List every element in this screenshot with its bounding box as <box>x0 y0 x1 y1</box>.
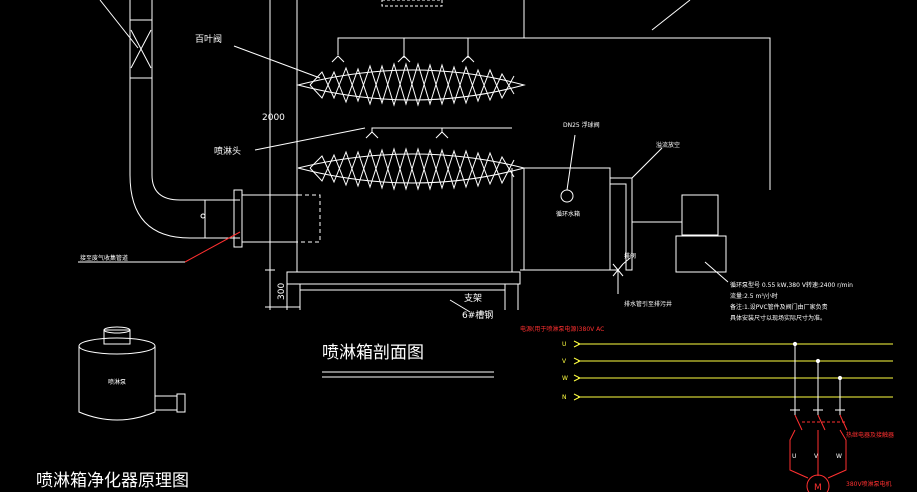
exhaust-inlet-label: 接至废气收集管道 <box>80 254 128 262</box>
support-stand <box>286 271 521 310</box>
overflow-label: 溢流放空 <box>656 141 680 149</box>
phase-w-label: W <box>562 375 568 382</box>
pump-note-3: 备注:1.设PVC管件及阀门由厂家负责 <box>730 303 828 311</box>
motor-u-label: U <box>792 453 796 460</box>
pump-icon <box>78 326 186 421</box>
inlet-leader <box>184 231 241 263</box>
motor-note-label: 380V喷淋泵电机 <box>846 480 892 488</box>
exhaust-duct <box>129 0 321 248</box>
section-title: 喷淋箱剖面图 <box>322 343 424 363</box>
damper-valve <box>99 0 153 79</box>
lower-packing-layer <box>297 147 526 191</box>
motor-w-label: W <box>836 453 842 460</box>
phase-v-label: V <box>562 358 567 365</box>
pump-note-1: 循环泵型号 0.55 kW,380 V转速:2400 r/min <box>730 281 853 289</box>
motor-v-label: V <box>814 453 819 460</box>
drain-pipe <box>520 257 631 294</box>
pump-note-2: 流量:2.5 m³/小时 <box>730 292 778 300</box>
drain-valve-label: 排阀 <box>624 252 636 260</box>
pump-unit <box>632 194 729 283</box>
height-300-label: 300 <box>277 283 287 300</box>
water-tank-label: 循环水箱 <box>556 210 580 218</box>
principle-title: 喷淋箱净化器原理图 <box>36 471 189 491</box>
nozzle-label: 喷淋头 <box>214 145 241 157</box>
height-2000-label: 2000 <box>262 113 285 123</box>
spray-tower <box>265 0 525 310</box>
drain-note-label: 排水管引至排污井 <box>624 300 672 308</box>
leader-lines <box>233 0 691 313</box>
phase-u-label: U <box>562 341 566 348</box>
upper-packing-layer <box>296 62 526 107</box>
louver-label: 百叶阀 <box>195 34 222 45</box>
water-tank <box>523 134 663 271</box>
contactor-switches <box>789 409 848 479</box>
lower-spray-pipe <box>365 127 512 139</box>
motor-label: M <box>814 483 822 492</box>
contactor-label: 热继电器及接触器 <box>846 431 894 439</box>
pump-note-4: 具体安装尺寸以现场实际尺寸为准。 <box>730 314 826 322</box>
pump-icon-label: 喷淋泵 <box>108 378 126 386</box>
stand-label: 支架 <box>464 292 482 304</box>
power-bus <box>573 340 893 401</box>
phase-n-label: N <box>562 394 567 401</box>
bus-connections <box>792 341 843 415</box>
upper-spray-pipe <box>331 36 771 190</box>
pump-motor <box>806 474 830 492</box>
section-underline <box>322 371 494 378</box>
stand-spec-label: 6#槽钢 <box>462 309 493 321</box>
dn25-valve-label: DN25 浮球阀 <box>563 121 600 129</box>
power-title: 电源(用于喷淋泵电源)380V AC <box>520 325 604 333</box>
